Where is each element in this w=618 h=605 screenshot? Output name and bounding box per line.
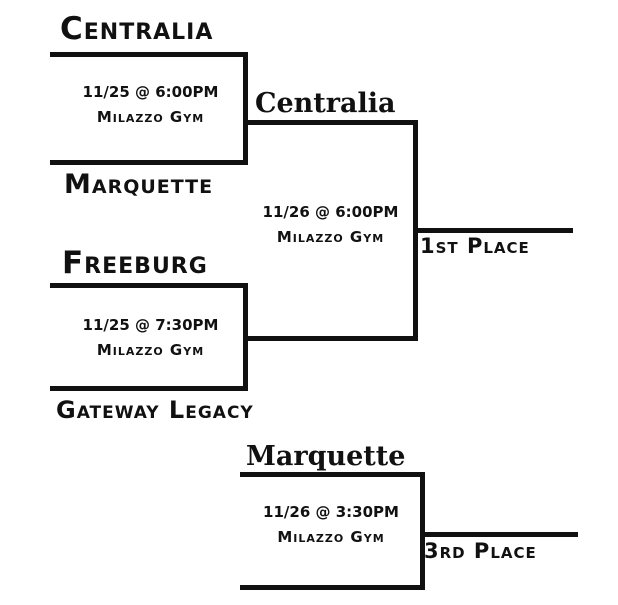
final-date-time: 11/26 @ 6:00PM (262, 203, 399, 221)
consolation-info: 11/26 @ 3:30PM Milazzo Gym (245, 500, 417, 550)
consolation-date-time: 11/26 @ 3:30PM (263, 503, 399, 521)
game1-venue: Milazzo Gym (96, 108, 205, 126)
game1-top-line (50, 52, 248, 57)
final-top-line (243, 120, 418, 125)
third-place-label: 3rd Place (424, 539, 537, 563)
game2-top-line (50, 283, 248, 288)
consolation-bottom-line (240, 585, 425, 590)
consolation-top-line (240, 472, 425, 477)
game1-bottom-line (50, 160, 248, 165)
final-bottom-line (243, 336, 418, 341)
game1-date-time: 11/25 @ 6:00PM (82, 83, 219, 101)
game1-team-bottom: Marquette (64, 169, 214, 200)
third-place-line (420, 532, 578, 537)
game1-team-top: Centralia (60, 11, 214, 47)
game1-right-line (243, 52, 248, 165)
game2-team-bottom: Gateway Legacy (56, 396, 254, 424)
final-info: 11/26 @ 6:00PM Milazzo Gym (248, 200, 413, 250)
first-place-label: 1st Place (420, 234, 530, 258)
game2-venue: Milazzo Gym (96, 341, 205, 359)
first-place-line (413, 228, 573, 233)
consolation-venue: Milazzo Gym (277, 528, 385, 546)
game2-info: 11/25 @ 7:30PM Milazzo Gym (58, 313, 243, 363)
game2-bottom-line (50, 386, 248, 391)
final-venue: Milazzo Gym (276, 228, 385, 246)
consolation-right-line (420, 472, 425, 590)
game1-info: 11/25 @ 6:00PM Milazzo Gym (58, 80, 243, 130)
consolation-team: Marquette (246, 441, 406, 472)
game2-team-top: Freeburg (62, 245, 208, 281)
game2-date-time: 11/25 @ 7:30PM (82, 316, 219, 334)
final-winner: Centralia (255, 88, 396, 119)
